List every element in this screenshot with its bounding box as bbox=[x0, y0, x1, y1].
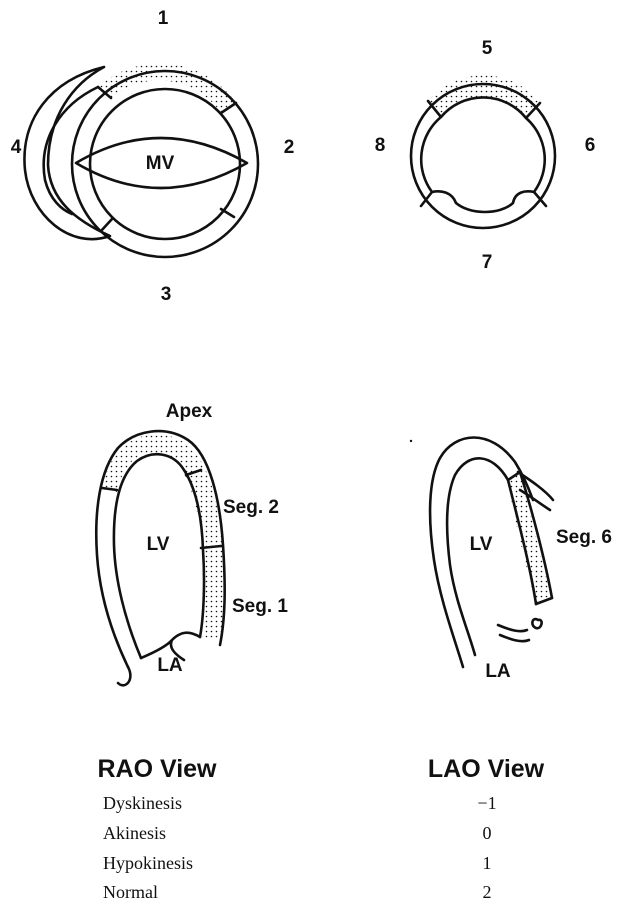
legend-label: Normal bbox=[103, 882, 158, 902]
segment-8-label: 8 bbox=[375, 135, 386, 156]
legend-score: −1 bbox=[477, 793, 496, 813]
segment-2-label: 2 bbox=[284, 137, 295, 158]
divider bbox=[101, 219, 112, 231]
legend-label: Hypokinesis bbox=[103, 853, 193, 873]
segment-1-label: 1 bbox=[158, 8, 169, 29]
segment-5-label: 5 bbox=[482, 38, 493, 59]
lao-view-title: LAO View bbox=[428, 755, 545, 783]
legend-score: 2 bbox=[483, 882, 492, 902]
rao-ventriculogram: Apex Seg. 2 LV Seg. 1 LA bbox=[96, 401, 288, 685]
segment-3-label: 3 bbox=[161, 284, 172, 305]
legend-label: Akinesis bbox=[103, 823, 166, 843]
segment-4-inner bbox=[44, 87, 98, 214]
seg1-label: Seg. 1 bbox=[232, 596, 288, 617]
papillary-short-axis: 5 6 7 8 bbox=[375, 38, 596, 273]
rao-lv-label: LV bbox=[147, 534, 170, 555]
lao-ventriculogram: Seg. 6 LV LA bbox=[410, 438, 612, 683]
stray-dot bbox=[410, 440, 412, 442]
segment-6-label: 6 bbox=[585, 135, 596, 156]
rao-la-label: LA bbox=[157, 655, 183, 676]
lao-la-label: LA bbox=[485, 661, 511, 682]
lao-lv-label: LV bbox=[470, 534, 493, 555]
mitral-valve-label: MV bbox=[146, 153, 175, 174]
segment-4-label: 4 bbox=[11, 137, 22, 158]
lao-aortic-valve bbox=[498, 619, 542, 641]
wall-motion-scale: Dyskinesis −1 Akinesis 0 Hypokinesis 1 N… bbox=[103, 793, 497, 902]
seg2-label: Seg. 2 bbox=[223, 497, 279, 518]
legend-score: 0 bbox=[483, 823, 492, 843]
segment-7-label: 7 bbox=[482, 252, 493, 273]
legend-label: Dyskinesis bbox=[103, 793, 182, 813]
mitral-short-axis: 1 2 3 4 MV bbox=[11, 8, 295, 305]
rao-inner-wall bbox=[114, 454, 204, 658]
apex-label: Apex bbox=[166, 401, 213, 422]
legend-score: 1 bbox=[483, 853, 492, 873]
seg6-label: Seg. 6 bbox=[556, 527, 612, 548]
rao-view-title: RAO View bbox=[97, 755, 217, 783]
